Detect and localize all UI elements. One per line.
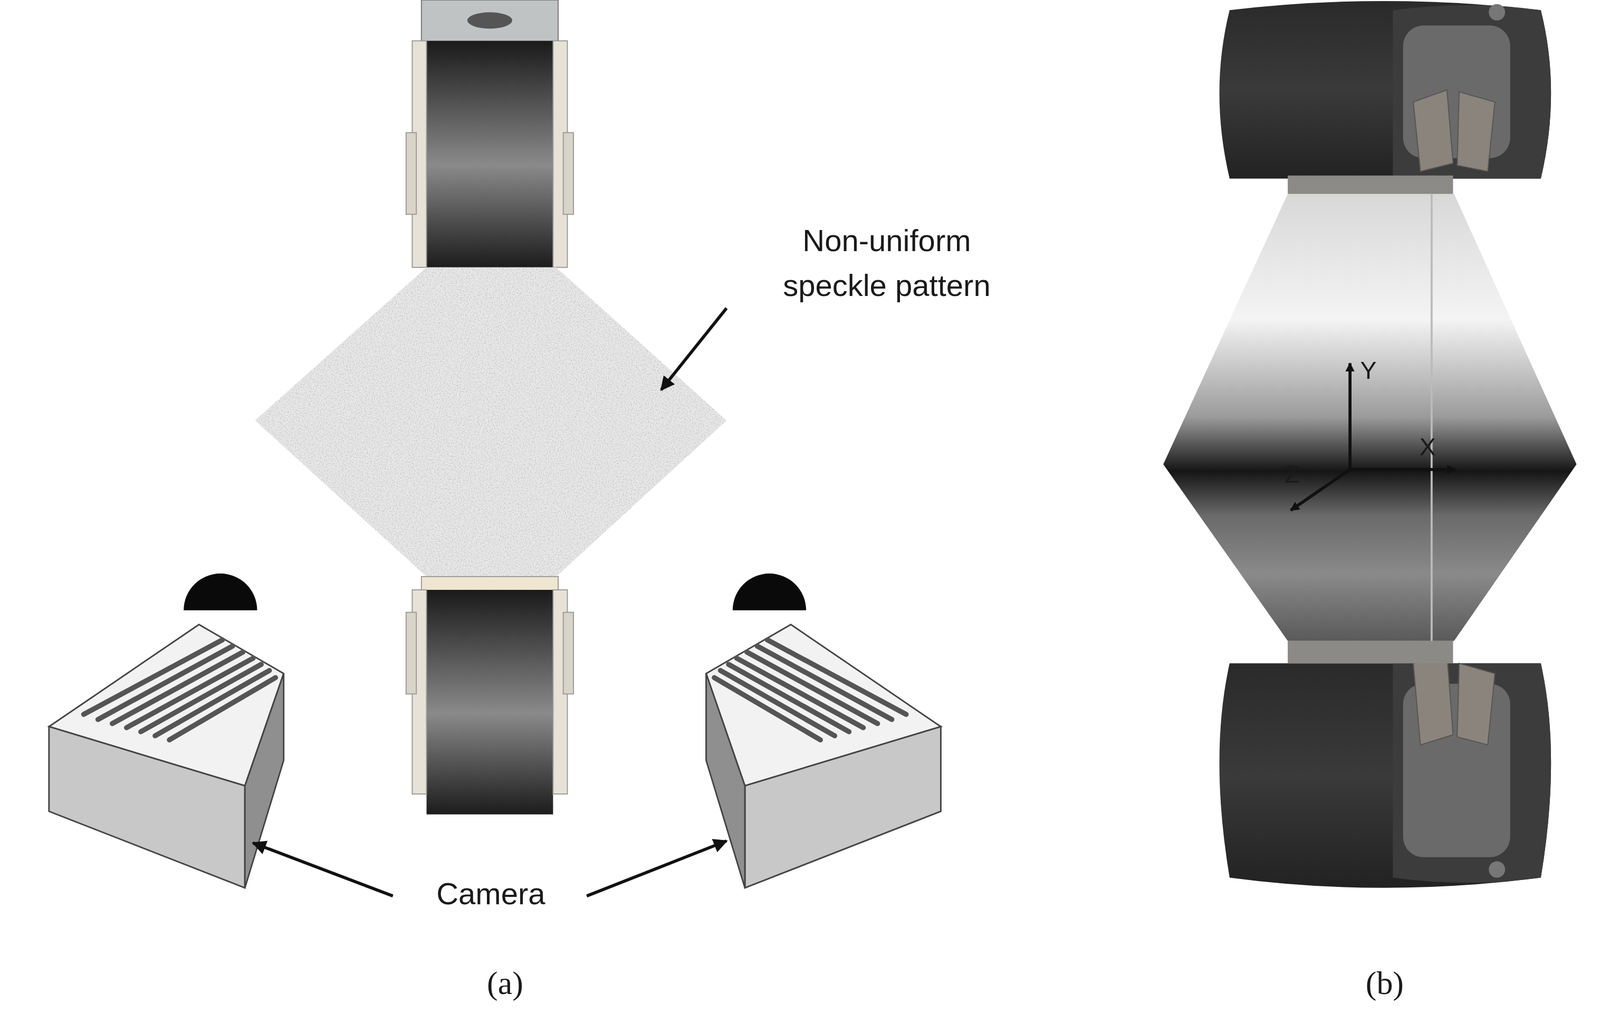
upper-grip <box>406 0 574 268</box>
axis-label: Z <box>1284 461 1316 488</box>
axis-label: Y <box>1359 357 1391 385</box>
speckle-specimen <box>255 267 727 577</box>
grip-model <box>1163 1 1577 888</box>
panel-label: (b) <box>1343 963 1426 1003</box>
callout-label: Non-uniform speckle pattern <box>753 218 1021 308</box>
left-camera <box>49 573 284 888</box>
right-camera <box>706 573 942 888</box>
panel-label: (a) <box>464 963 546 1003</box>
leader-arrows <box>253 308 727 896</box>
camera-label: Camera <box>414 875 568 913</box>
lower-grip <box>406 576 574 815</box>
axes <box>1290 363 1455 511</box>
axis-label: X <box>1419 433 1451 461</box>
